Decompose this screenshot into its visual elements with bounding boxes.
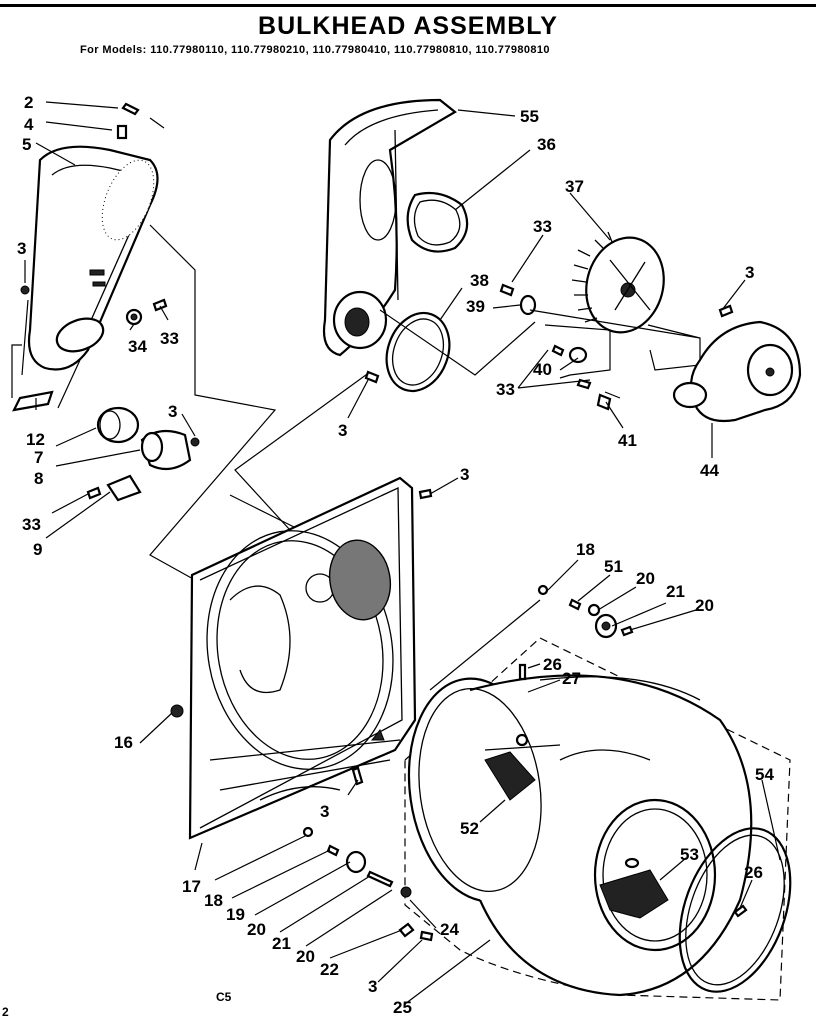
part-33-screw-a	[152, 298, 168, 312]
corner-mark: 2	[2, 1005, 9, 1019]
callout-3: 3	[368, 977, 377, 996]
lower-bearing-hardware	[302, 826, 434, 942]
callout-9: 9	[33, 540, 42, 559]
callout-12: 12	[26, 430, 45, 449]
callout-21: 21	[666, 582, 685, 601]
part-3-screw-c	[364, 370, 380, 384]
model-list: For Models: 110.77980110, 110.77980210, …	[80, 44, 550, 56]
callout-3: 3	[338, 421, 347, 440]
callout-33: 33	[22, 515, 41, 534]
part-12-bracket	[11, 299, 54, 412]
callout-20: 20	[247, 920, 266, 939]
part-54-seal-ring	[678, 827, 792, 993]
part-33-screw-c	[499, 283, 515, 297]
callout-33: 33	[496, 380, 515, 399]
part-36-gasket	[406, 191, 469, 253]
callout-37: 37	[565, 177, 584, 196]
callout-17: 17	[182, 877, 201, 896]
part-38-seal	[385, 311, 451, 393]
part-26-roller-a	[515, 663, 529, 747]
callout-22: 22	[320, 960, 339, 979]
callout-44: 44	[700, 461, 719, 480]
part-17-bulkhead-panel	[188, 476, 417, 840]
part-55-blower-duct	[322, 98, 457, 357]
part-2-screw	[121, 102, 165, 129]
part-34-fastener	[125, 308, 143, 326]
callout-36: 36	[537, 135, 556, 154]
callout-20: 20	[636, 569, 655, 588]
callout-18: 18	[204, 891, 223, 910]
callout-3: 3	[320, 802, 329, 821]
callout-20: 20	[296, 947, 315, 966]
part-16-grommet	[170, 704, 184, 718]
top-rule	[0, 4, 816, 7]
callout-26: 26	[744, 863, 763, 882]
part-52-baffle	[484, 744, 561, 801]
callout-7: 7	[34, 448, 43, 467]
callout-4: 4	[24, 115, 34, 134]
callout-33: 33	[533, 217, 552, 236]
callout-8: 8	[34, 469, 43, 488]
part-4-clip	[116, 124, 128, 140]
callout-33: 33	[160, 329, 179, 348]
callout-52: 52	[460, 819, 479, 838]
callout-24: 24	[440, 920, 459, 939]
leader-lines	[20, 101, 781, 1005]
callout-3: 3	[17, 239, 26, 258]
callout-2: 2	[24, 93, 33, 112]
callout-27: 27	[562, 669, 581, 688]
figure-code: C5	[216, 990, 232, 1004]
callout-3: 3	[460, 465, 469, 484]
part-44-blower-housing	[672, 304, 802, 423]
part-40-nut	[551, 344, 588, 364]
part-37-blower-wheel	[571, 231, 665, 334]
callout-41: 41	[618, 431, 637, 450]
callout-26: 26	[543, 655, 562, 674]
callout-53: 53	[680, 845, 699, 864]
callout-20: 20	[695, 596, 714, 615]
rear-bearing-hardware	[537, 584, 634, 639]
callout-54: 54	[755, 765, 774, 784]
callout-3: 3	[745, 263, 754, 282]
part-7-thermostat	[96, 406, 140, 444]
part-5-lint-duct	[27, 145, 159, 371]
part-41-clip	[576, 378, 612, 411]
callout-3: 3	[168, 402, 177, 421]
callout-18: 18	[576, 540, 595, 559]
callout-55: 55	[520, 107, 539, 126]
callout-19: 19	[226, 905, 245, 924]
part-25-drum-assembly	[404, 637, 791, 1001]
callout-38: 38	[470, 271, 489, 290]
callout-40: 40	[533, 360, 552, 379]
part-3-screw-d	[418, 488, 433, 500]
callout-51: 51	[604, 557, 623, 576]
part-8-thermal-fuse	[140, 429, 200, 471]
callout-39: 39	[466, 297, 485, 316]
callout-34: 34	[128, 337, 147, 356]
callout-25: 25	[393, 998, 412, 1017]
callout-16: 16	[114, 733, 133, 752]
part-53-baffle	[599, 857, 669, 919]
part-39-washer	[519, 294, 537, 316]
page-title: BULKHEAD ASSEMBLY	[258, 12, 558, 40]
callout-labels: 2 4 5 3 34 33 12 7 3 8 33 9 55 36 37 33 …	[17, 93, 774, 1017]
part-9-switch	[86, 474, 142, 502]
part-3-screw-e	[351, 766, 364, 786]
callout-21: 21	[272, 934, 291, 953]
callout-5: 5	[22, 135, 31, 154]
